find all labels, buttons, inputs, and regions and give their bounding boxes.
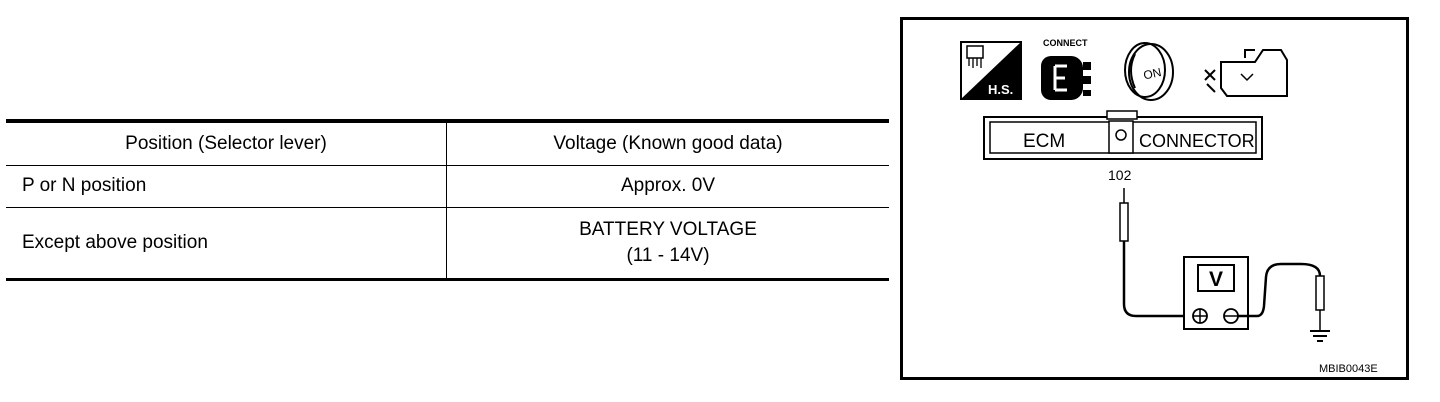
connect-label: CONNECT	[1043, 38, 1088, 48]
ecm-connector-check-diagram: H.S. CONNECT ON	[900, 17, 1409, 380]
diagram-canvas: H.S. CONNECT ON	[960, 38, 1378, 375]
header-position: Position (Selector lever)	[6, 119, 447, 166]
meter-label: V	[1209, 268, 1223, 291]
connector-right-label: CONNECTOR	[1139, 131, 1255, 151]
row-position: Except above position	[6, 207, 447, 281]
figure-code: MBIB0043E	[1319, 363, 1378, 375]
hs-label: H.S.	[988, 82, 1013, 97]
connector-icon: CONNECT	[1041, 38, 1091, 100]
engine-icon	[1204, 49, 1288, 97]
voltage-line: Approx. 0V	[621, 175, 715, 196]
row-voltage: BATTERY VOLTAGE (11 - 14V)	[446, 207, 889, 281]
row-position: P or N position	[6, 165, 447, 208]
terminal-number: 102	[1108, 167, 1132, 183]
ground-icon	[1310, 330, 1330, 342]
key-on-label: ON	[1142, 65, 1163, 82]
ignition-key-icon: ON	[1124, 42, 1174, 101]
positive-probe	[1119, 188, 1191, 318]
voltmeter: V	[1183, 256, 1249, 330]
row-voltage: Approx. 0V	[446, 165, 889, 208]
voltage-line: BATTERY VOLTAGE	[579, 218, 757, 240]
ecm-connector: ECM CONNECTOR 102	[983, 110, 1263, 183]
table-header-row: Position (Selector lever) Voltage (Known…	[6, 119, 889, 166]
hs-harness-icon: H.S.	[960, 41, 1022, 100]
table-row: P or N position Approx. 0V	[6, 165, 889, 208]
table-row: Except above position BATTERY VOLTAGE (1…	[6, 207, 889, 281]
negative-probe	[1238, 262, 1325, 331]
connector-left-label: ECM	[1023, 131, 1065, 152]
header-voltage: Voltage (Known good data)	[446, 119, 889, 166]
voltage-line: (11 - 14V)	[626, 244, 710, 266]
voltage-spec-table: Position (Selector lever) Voltage (Known…	[6, 119, 889, 281]
